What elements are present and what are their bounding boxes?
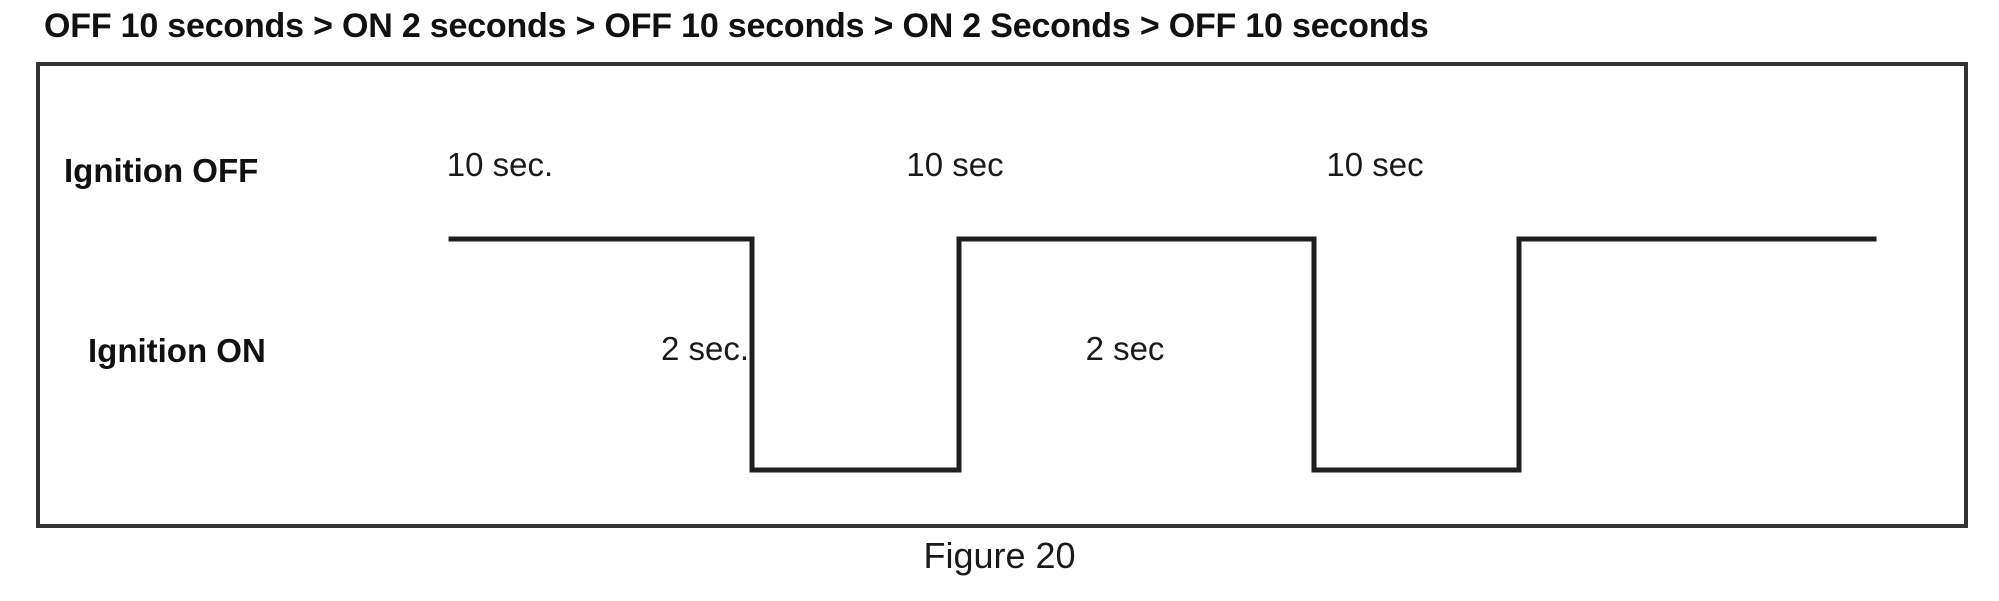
duration-label-on-1: 2 sec. bbox=[660, 330, 750, 367]
state-label-ignition-on: Ignition ON bbox=[88, 332, 266, 369]
diagram-frame: Ignition OFF Ignition ON 10 sec. 2 sec. … bbox=[36, 62, 1968, 528]
duration-label-off-3: 10 sec bbox=[1326, 146, 1424, 183]
waveform-path bbox=[451, 239, 1874, 470]
state-label-ignition-off: Ignition OFF bbox=[64, 152, 259, 189]
figure-caption: Figure 20 bbox=[923, 535, 1076, 576]
duration-label-on-2: 2 sec bbox=[1085, 330, 1165, 367]
sequence-title: OFF 10 seconds > ON 2 seconds > OFF 10 s… bbox=[44, 7, 1429, 45]
diagram-plot-area: Ignition OFF Ignition ON 10 sec. 2 sec. … bbox=[40, 66, 1964, 524]
duration-label-off-1: 10 sec. bbox=[446, 146, 554, 183]
duration-label-off-2: 10 sec bbox=[906, 146, 1004, 183]
ignition-waveform bbox=[40, 66, 1964, 524]
